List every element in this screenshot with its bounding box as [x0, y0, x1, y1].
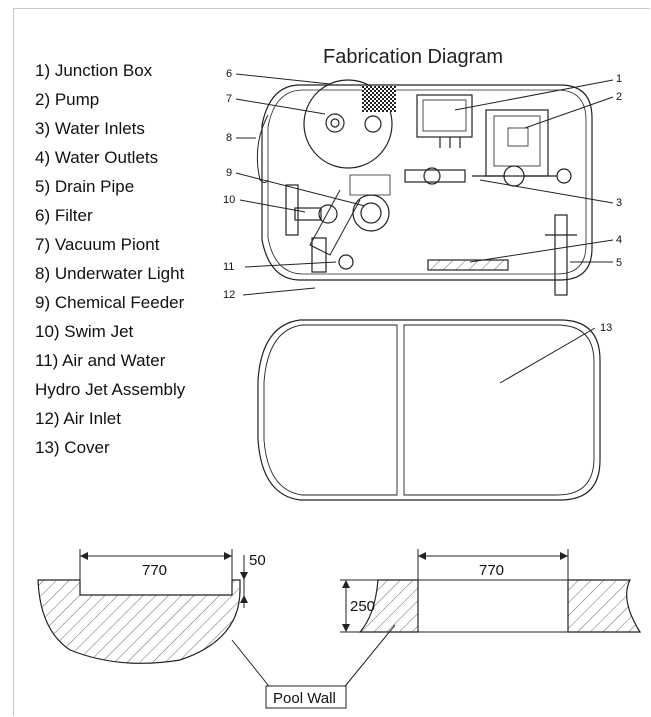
- dim-left-depth: 50: [249, 552, 266, 569]
- callout-2: 2: [616, 91, 622, 103]
- cover-right-panel: [403, 324, 595, 496]
- drain-pipe: [554, 214, 568, 296]
- legend-item: 13) Cover: [35, 438, 110, 457]
- cover-left-panel: [263, 324, 398, 496]
- diagram-frame: [13, 8, 650, 716]
- right-ground-right: [567, 579, 642, 633]
- spa-top-view: [256, 79, 593, 296]
- dim-right-width: 770: [479, 562, 504, 579]
- spa-cover: [257, 319, 601, 501]
- legend-item: Hydro Jet Assembly: [35, 380, 186, 399]
- callout-6: 6: [226, 68, 232, 80]
- legend-item: 12) Air Inlet: [35, 409, 121, 428]
- water-outlet: [427, 259, 509, 271]
- legend-item: 6) Filter: [35, 206, 93, 225]
- left-ground-section: [37, 579, 241, 664]
- spa-inner-shell: [267, 89, 587, 275]
- junction-box: [416, 94, 473, 138]
- hydro-jet: [338, 254, 354, 270]
- pool-wall-callout: Pool Wall: [231, 624, 396, 709]
- right-ground-left: [358, 579, 419, 633]
- callout-11: 11: [223, 261, 234, 273]
- callout-3: 3: [616, 197, 622, 209]
- pump: [485, 109, 549, 177]
- callout-1: 1: [616, 73, 622, 85]
- section-left: 770 50: [37, 549, 266, 664]
- callout-12: 12: [223, 289, 235, 301]
- callout-numbers: 6 7 8 9 10 11 12 1 2 3 4 5 13: [223, 68, 622, 334]
- legend-item: 8) Underwater Light: [35, 264, 185, 283]
- legend-item: 7) Vacuum Piont: [35, 235, 160, 254]
- legend-item: 11) Air and Water: [35, 351, 166, 370]
- legend-item: 4) Water Outlets: [35, 148, 159, 167]
- callout-8: 8: [226, 132, 232, 144]
- callout-10: 10: [223, 194, 235, 206]
- section-right: 770 250: [340, 549, 642, 633]
- legend-item: 5) Drain Pipe: [35, 177, 135, 196]
- filter: [303, 79, 393, 169]
- callout-leaders: [235, 73, 614, 384]
- callout-9: 9: [226, 167, 232, 179]
- spa-outer-shell: [261, 84, 593, 281]
- callout-13: 13: [600, 322, 612, 334]
- callout-4: 4: [616, 234, 622, 246]
- callout-7: 7: [226, 93, 232, 105]
- underwater-light: [256, 114, 269, 183]
- filter-mesh: [362, 86, 396, 112]
- diagram-title: Fabrication Diagram: [323, 46, 504, 68]
- cover-outline: [257, 319, 601, 501]
- legend-item: 3) Water Inlets: [35, 119, 145, 138]
- dim-right-depth: 250: [350, 598, 375, 615]
- legend-item: 10) Swim Jet: [35, 322, 134, 341]
- legend-item: 2) Pump: [35, 90, 100, 109]
- dim-left-width: 770: [142, 562, 167, 579]
- callout-5: 5: [616, 257, 622, 269]
- legend: 1) Junction Box 2) Pump 3) Water Inlets …: [35, 56, 185, 462]
- chemical-feeder: [352, 194, 390, 232]
- swim-jet: [318, 204, 338, 224]
- pool-wall-label: Pool Wall: [273, 690, 336, 707]
- legend-item: 1) Junction Box: [35, 61, 153, 80]
- vacuum-point: [325, 113, 345, 133]
- legend-item: 9) Chemical Feeder: [35, 293, 185, 312]
